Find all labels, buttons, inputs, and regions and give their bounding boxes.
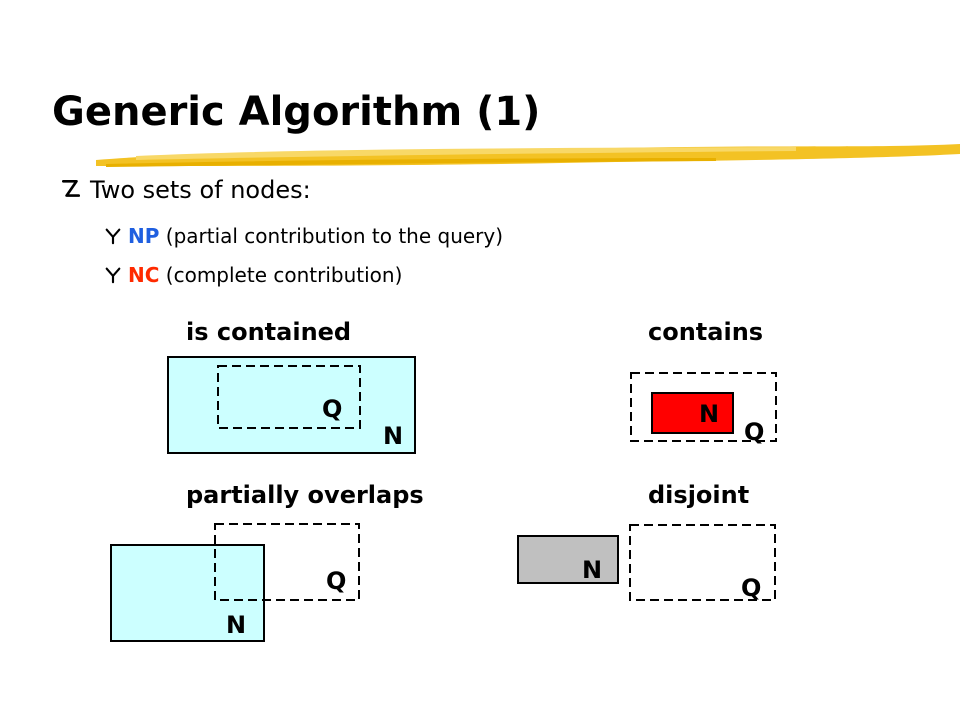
caption-partially-overlaps: partially overlaps <box>186 481 424 509</box>
case-disjoint: disjoint N Q <box>517 481 776 602</box>
node-rect-n <box>517 535 619 584</box>
bullet-text: Two sets of nodes: <box>90 176 311 204</box>
query-rect-q <box>217 365 361 429</box>
label-q: Q <box>741 574 761 602</box>
label-q: Q <box>322 395 342 423</box>
np-term: NP <box>128 224 160 248</box>
sub-bullet-icon <box>105 228 121 244</box>
nc-term: NC <box>128 263 160 287</box>
label-q: Q <box>744 418 764 446</box>
title-underline-brush <box>96 144 960 167</box>
np-description: (partial contribution to the query) <box>159 224 504 248</box>
label-n: N <box>699 400 719 428</box>
query-rect-q <box>630 372 777 442</box>
slide-title: Generic Algorithm (1) <box>52 89 541 135</box>
sub-bullet-icon <box>105 267 121 283</box>
node-rect-n <box>110 544 265 642</box>
case-is-contained: is contained Q N <box>167 318 416 454</box>
bullet-nc: NC (complete contribution) <box>104 261 402 289</box>
label-n: N <box>383 422 403 450</box>
node-rect-n <box>167 356 416 454</box>
label-q: Q <box>326 567 346 595</box>
bullet-arrow-icon <box>61 179 81 197</box>
nc-description: (complete contribution) <box>159 263 403 287</box>
query-rect-q <box>629 524 776 601</box>
label-n: N <box>226 611 246 639</box>
caption-contains: contains <box>648 318 763 346</box>
query-rect-q <box>214 523 360 601</box>
case-contains: contains N Q <box>630 318 777 446</box>
label-n: N <box>582 556 602 584</box>
bullet-np: NP (partial contribution to the query) <box>104 222 503 250</box>
node-rect-n <box>651 392 734 434</box>
caption-is-contained: is contained <box>186 318 351 346</box>
case-partially-overlaps: partially overlaps Q N <box>110 481 424 642</box>
caption-disjoint: disjoint <box>648 481 749 509</box>
bullet-two-sets: Two sets of nodes: <box>60 174 311 206</box>
